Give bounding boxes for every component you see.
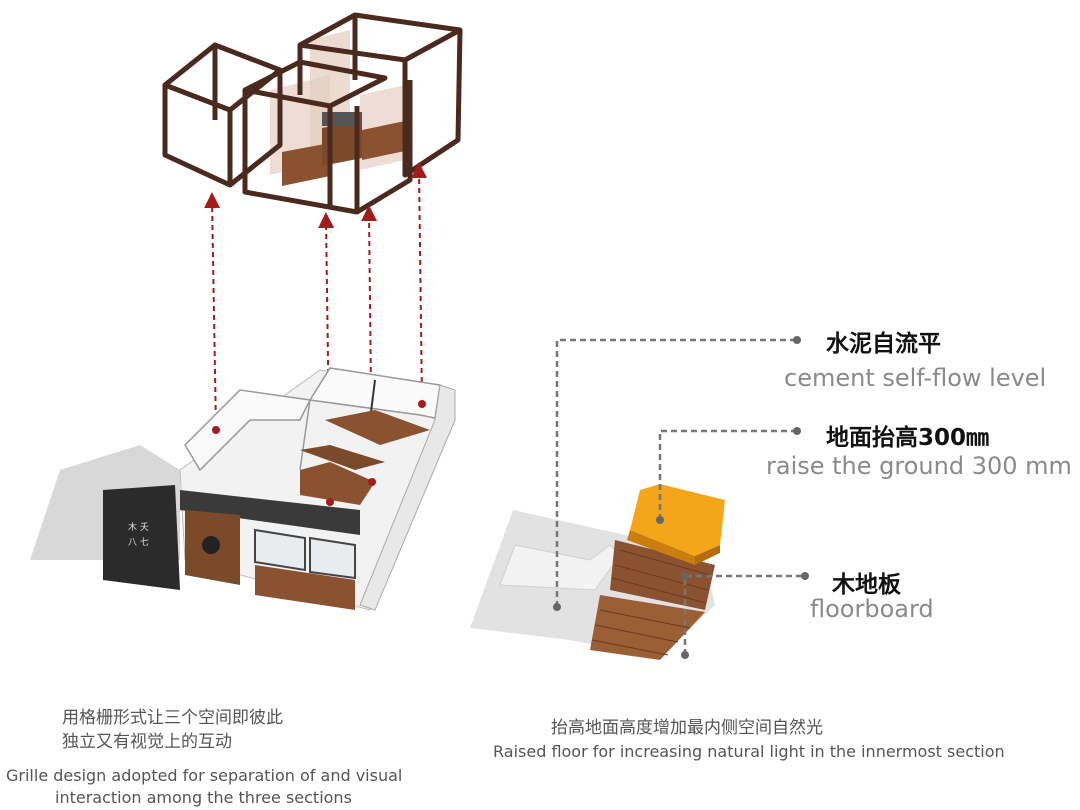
leader-dot-icon <box>801 572 809 580</box>
leader-dot-icon <box>681 572 689 580</box>
signboard-mark: 木 夭 <box>128 521 149 533</box>
right-caption-en: Raised floor for increasing natural ligh… <box>493 742 1005 761</box>
frame-cube-left <box>162 42 283 113</box>
left-caption-cn-2: 独立又有视觉上的互动 <box>62 732 232 752</box>
wood-floor <box>325 410 430 445</box>
wood-floor <box>300 445 385 470</box>
signboard <box>103 485 180 590</box>
right-caption-cn: 抬高地面高度增加最内侧空间自然光 <box>551 718 823 738</box>
interior-wall <box>299 399 311 471</box>
window <box>309 536 356 580</box>
wood-panel <box>282 143 330 186</box>
floor-label-cn: 木地板 <box>832 572 901 598</box>
interior-wall <box>184 389 312 472</box>
cement-label-en: cement self-flow level <box>784 364 1047 392</box>
floor-plan-model: 木 夭 八 七 <box>30 367 456 611</box>
leader-dot-icon <box>681 651 689 659</box>
leader-dot-icon <box>553 603 561 611</box>
leader-dot-icon <box>656 516 664 524</box>
leader-dot-icon <box>793 336 801 344</box>
cement-label-cn: 水泥自流平 <box>826 331 941 357</box>
leader-line-cement <box>555 338 795 607</box>
left-caption-cn-1: 用格栅形式让三个空间即彼此 <box>62 708 283 728</box>
floor-layer-diagram <box>470 336 809 660</box>
window <box>254 528 306 572</box>
cement-slab-inner <box>499 544 621 591</box>
leader-dot-icon <box>212 426 220 434</box>
leader-dot-icon <box>326 498 334 506</box>
wood-floor <box>300 462 375 505</box>
raise-label-en: raise the ground 300 mm <box>766 452 1072 480</box>
facade-dark <box>180 490 360 535</box>
side-wall <box>359 384 456 611</box>
leader-dot-icon <box>418 400 426 408</box>
grille-frames <box>162 12 463 215</box>
raised-block-top <box>630 484 725 556</box>
up-arrow-icon <box>204 192 221 429</box>
signboard-mark: 八 七 <box>128 537 149 548</box>
facade-logo <box>202 536 220 554</box>
wood-floor <box>590 595 705 660</box>
up-arrow-icon <box>411 162 428 401</box>
leader-dot-icon <box>368 478 376 486</box>
raised-block-edge <box>695 545 720 565</box>
frame-cube-middle <box>242 90 360 215</box>
frame-cube-middle <box>355 80 413 215</box>
facade-wood <box>255 565 355 610</box>
floor-label-en: floorboard <box>810 595 934 623</box>
wood-panel <box>362 120 410 160</box>
frame-cube-right <box>402 29 463 178</box>
raise-label-cn: 地面抬高300㎜ <box>826 425 990 451</box>
leader-dot-icon <box>793 427 801 435</box>
wood-floor <box>610 540 715 610</box>
frame-cube-middle <box>242 59 388 109</box>
frame-cube-left <box>162 85 233 188</box>
raised-block-side <box>627 530 695 565</box>
left-caption-en-2: interaction among the three sections <box>55 788 352 807</box>
left-caption-en-1: Grille design adopted for separation of … <box>6 766 403 785</box>
